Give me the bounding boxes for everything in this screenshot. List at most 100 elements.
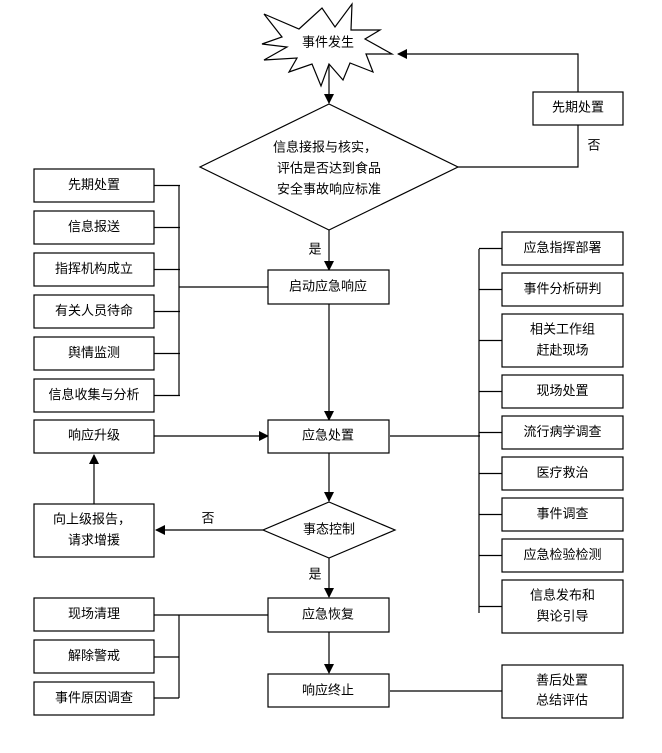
early-handling-label: 先期处置 [552, 101, 604, 116]
aftermath-line-1: 善后处置 [536, 673, 588, 689]
handle-action-box [501, 374, 624, 409]
assess-diamond [198, 103, 460, 231]
launch-action-item: 信息报送 [33, 210, 155, 245]
report-up-line-1: 向上级报告， [53, 512, 131, 528]
terminate-box [267, 673, 390, 708]
node-report-up: 向上级报告， 请求增援 [33, 503, 155, 558]
launch-action-item: 舆情监测 [33, 336, 155, 371]
launch-action-label: 信息报送 [68, 219, 120, 235]
control-label: 事态控制 [303, 523, 355, 538]
handle-action-box [501, 538, 624, 573]
handle-action-label: 流行病学调查 [523, 424, 601, 440]
handle-action-label: 相关工作组 [530, 323, 595, 338]
recover-action-label: 事件原因调查 [55, 691, 133, 706]
launch-action-label: 舆情监测 [68, 346, 120, 361]
handle-action-box [501, 497, 624, 532]
recover-action-box [33, 681, 155, 716]
recover-label: 应急恢复 [302, 607, 354, 623]
launch-action-box [33, 168, 155, 203]
recover-action-label: 解除警戒 [68, 648, 120, 664]
launch-action-item: 先期处置 [33, 168, 155, 203]
aftermath-box [501, 664, 624, 719]
edges [89, 49, 579, 699]
recover-action-label: 现场清理 [68, 607, 120, 622]
handle-action-label: 赶赴现场 [536, 344, 588, 359]
edge-label-assess-yes: 是 [308, 243, 321, 258]
handle-action-box [501, 272, 624, 307]
aftermath-line-2: 总结评估 [536, 694, 588, 709]
node-early-handling: 先期处置 [532, 91, 624, 126]
assess-line-1: 信息接报与核实， [273, 140, 377, 156]
handle-action-item: 事件分析研判 [501, 272, 624, 307]
handle-action-box [501, 231, 624, 266]
handle-box [267, 419, 390, 454]
launch-action-box [33, 378, 155, 413]
recover-action-item: 现场清理 [33, 597, 155, 632]
recover-action-box [33, 639, 155, 674]
launch-action-label: 信息收集与分析 [48, 387, 139, 403]
launch-action-box [33, 294, 155, 329]
edge-early-to-start [397, 49, 579, 92]
handle-action-box [501, 313, 624, 368]
launch-action-item: 有关人员待命 [33, 294, 155, 329]
launch-action-item: 指挥机构成立 [33, 252, 155, 287]
assess-line-3: 安全事故响应标准 [277, 182, 381, 198]
handle-action-label: 信息发布和 [530, 588, 595, 604]
handle-action-item: 流行病学调查 [501, 415, 624, 450]
handle-action-box [501, 415, 624, 450]
recover-box [267, 597, 390, 633]
recover-action-item: 解除警戒 [33, 639, 155, 674]
node-recover: 应急恢复 [267, 597, 390, 633]
launch-box [267, 269, 390, 305]
node-assess: 信息接报与核实， 评估是否达到食品 安全事故响应标准 [198, 103, 460, 231]
node-terminate: 响应终止 [267, 673, 390, 708]
handle-action-label: 应急检验检测 [523, 547, 601, 563]
handle-action-box [501, 579, 624, 634]
handle-action-label: 事件分析研判 [523, 282, 601, 297]
node-handle: 应急处置 [267, 419, 390, 454]
report-up-box [33, 503, 155, 558]
recover-action-item: 事件原因调查 [33, 681, 155, 716]
control-diamond [261, 501, 397, 559]
launch-action-label: 先期处置 [68, 178, 120, 193]
handle-action-item: 应急指挥部署 [501, 231, 624, 266]
handle-actions: 应急指挥部署事件分析研判相关工作组赶赴现场现场处置流行病学调查医疗救治事件调查应… [501, 231, 624, 634]
node-launch: 启动应急响应 [267, 269, 390, 305]
node-aftermath: 善后处置 总结评估 [501, 664, 624, 719]
handle-action-item: 医疗救治 [501, 456, 624, 491]
handle-action-label: 医疗救治 [536, 465, 588, 481]
upgrade-box [33, 419, 155, 454]
launch-action-box [33, 252, 155, 287]
launch-action-item: 信息收集与分析 [33, 378, 155, 413]
early-handling-box [532, 91, 624, 126]
edge-label-assess-no: 否 [587, 139, 600, 154]
handle-action-label: 舆论引导 [536, 610, 588, 625]
launch-action-box [33, 210, 155, 245]
burst-shape [261, 2, 395, 88]
handle-action-label: 事件调查 [536, 507, 588, 522]
terminate-label: 响应终止 [302, 683, 354, 699]
launch-label: 启动应急响应 [289, 279, 367, 295]
handle-action-box [501, 456, 624, 491]
report-up-line-2: 请求增援 [68, 534, 120, 549]
recover-action-box [33, 597, 155, 632]
handle-action-label: 应急指挥部署 [523, 240, 601, 256]
edge-label-control-yes: 是 [308, 568, 321, 583]
start-label: 事件发生 [302, 35, 354, 51]
node-control: 事态控制 [261, 501, 397, 559]
handle-action-item: 事件调查 [501, 497, 624, 532]
handle-action-item: 应急检验检测 [501, 538, 624, 573]
node-start: 事件发生 [261, 2, 395, 88]
edge-assess-no [458, 125, 579, 168]
edge-label-control-no: 否 [201, 512, 214, 527]
handle-action-label: 现场处置 [536, 384, 588, 399]
handle-label: 应急处置 [302, 428, 354, 444]
launch-action-label: 指挥机构成立 [55, 262, 133, 277]
upgrade-label: 响应升级 [68, 428, 120, 444]
assess-line-2: 评估是否达到食品 [277, 161, 381, 177]
